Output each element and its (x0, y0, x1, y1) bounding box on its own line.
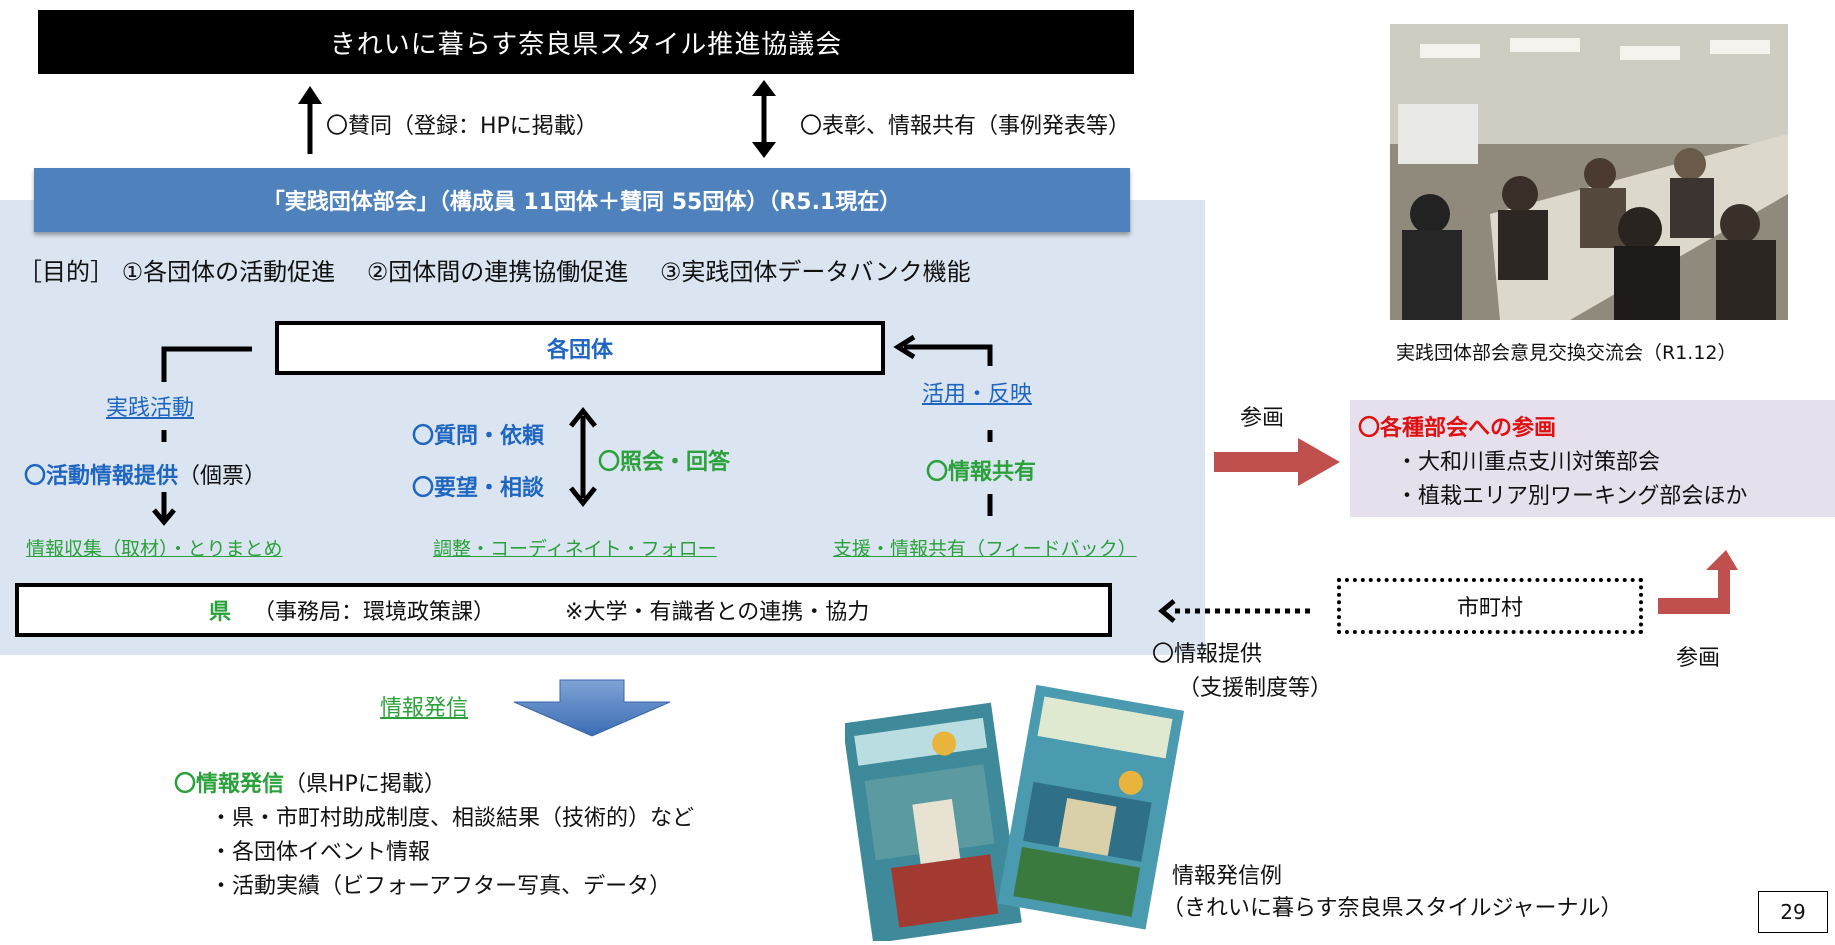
municipality-box: 市町村 (1337, 578, 1643, 634)
collect-label: 情報収集（取材）・とりまとめ (26, 538, 283, 560)
dissemination-heading: 〇情報発信（県HPに掲載） (174, 766, 446, 798)
right-flow-connector (987, 430, 993, 516)
question-label: 〇質問・依頼 (412, 424, 545, 449)
dissemination-item: ・各団体イベント情報 (210, 840, 431, 865)
coordinate-label: 調整・コーディネイト・フォロー (433, 538, 717, 560)
left-arrow-icon (893, 334, 993, 366)
activity-label: 実践活動 (106, 396, 195, 421)
municipality-label: 市町村 (1456, 596, 1523, 621)
journal-covers-photo (842, 683, 1185, 944)
dissemination-heading-note: （県HPに掲載） (284, 772, 446, 797)
dissemination-label: 情報発信 (380, 696, 469, 721)
photo-caption: 実践団体部会意見交換交流会（R1.12） (1396, 342, 1737, 364)
subcommittee-title: 〇各種部会への参画 (1358, 416, 1557, 441)
prefecture-name: 県 (209, 600, 232, 625)
dissemination-item: ・県・市町村助成制度、相談結果（技術的）など (210, 806, 695, 831)
bureau-title-bar: 「実践団体部会」（構成員 11団体＋賛同 55団体）（R5.1現在） (34, 168, 1130, 232)
subcommittee-item: ・植栽エリア別ワーキング部会ほか (1396, 484, 1748, 509)
council-header: きれいに暮らす奈良県スタイル推進協議会 (38, 10, 1134, 74)
example-title: 情報発信例 (1172, 864, 1283, 889)
subcommittee-box: 〇各種部会への参画 ・大和川重点支川対策部会 ・植栽エリア別ワーキング部会ほか (1350, 400, 1835, 517)
municipality-info-sub: （支援制度等） (1178, 676, 1333, 701)
dissemination-heading-label: 〇情報発信 (174, 772, 285, 797)
request-label: 〇要望・相談 (412, 476, 545, 501)
meeting-photo (1390, 24, 1788, 320)
participation-label-bottom: 参画 (1676, 646, 1721, 671)
share-label: 〇情報共有 (926, 460, 1037, 485)
dissemination-item: ・活動実績（ビフォーアフター写真、データ） (210, 874, 672, 899)
reply-label: 〇照会・回答 (598, 450, 731, 475)
purpose-text: ［目的］ ①各団体の活動促進 ②団体間の連携協働促進 ③実践団体データバンク機能 (18, 258, 971, 286)
up-right-arrow-icon (1658, 550, 1738, 614)
prefecture-box: 県 （事務局：環境政策課） ※大学・有識者との連携・協力 (15, 583, 1112, 637)
right-arrow-icon (1214, 438, 1340, 486)
center-double-arrow-icon (569, 406, 597, 508)
approval-text: 〇賛同（登録：HPに掲載） (326, 114, 598, 139)
left-flow-connector (152, 346, 252, 526)
meeting-photo-image (1390, 24, 1788, 320)
dotted-left-arrow-icon (1158, 599, 1310, 623)
groups-box: 各団体 (275, 321, 885, 375)
up-arrow-icon (298, 86, 322, 154)
use-label: 活用・反映 (922, 382, 1033, 407)
prefecture-note: ※大学・有識者との連携・協力 (565, 600, 870, 625)
page-number: 29 (1758, 891, 1828, 933)
double-arrow-icon (752, 80, 776, 158)
activity-provide-note: （個票） (178, 464, 267, 489)
municipality-info: 〇情報提供 (1152, 642, 1263, 667)
down-arrow-icon (513, 679, 671, 737)
activity-provide-label: 〇活動情報提供 (24, 464, 179, 489)
page-number-value: 29 (1780, 900, 1806, 924)
activity-provide: 〇活動情報提供（個票） (24, 458, 266, 490)
example-subtitle: （きれいに暮らす奈良県スタイルジャーナル） (1162, 896, 1623, 921)
award-text: 〇表彰、情報共有（事例発表等） (800, 114, 1131, 139)
participation-label-top: 参画 (1240, 406, 1285, 431)
support-label: 支援・情報共有（フィードバック） (833, 538, 1137, 560)
journal-covers-image (842, 684, 1185, 944)
subcommittee-item: ・大和川重点支川対策部会 (1396, 450, 1661, 475)
groups-label: 各団体 (546, 338, 613, 363)
prefecture-office: （事務局：環境政策課） (253, 600, 496, 625)
bureau-panel (0, 200, 1205, 655)
